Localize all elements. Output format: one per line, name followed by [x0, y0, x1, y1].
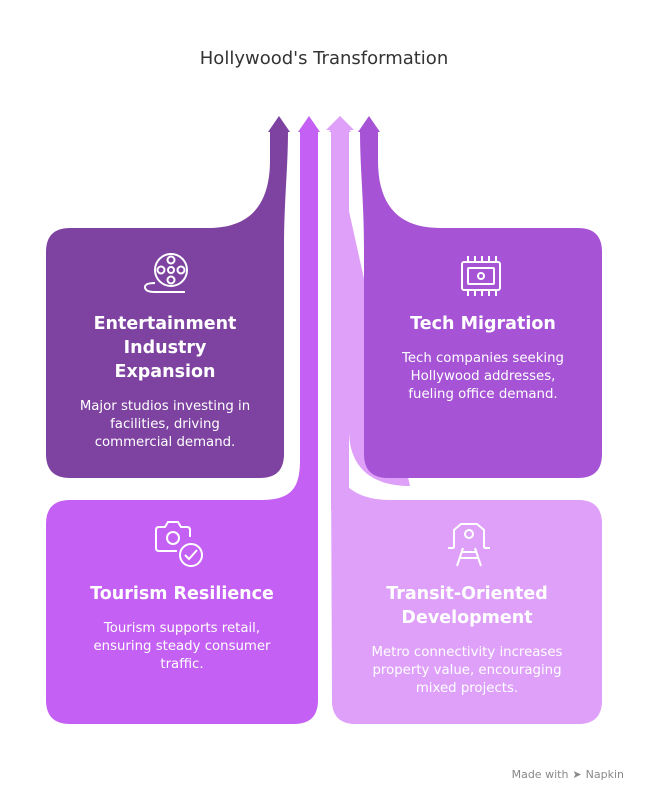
entertainment-card	[46, 130, 288, 478]
transit-stem	[331, 130, 349, 510]
tech-text: Tech Migration Tech companies seeking Ho…	[364, 312, 602, 404]
tourism-card	[46, 460, 318, 724]
transit-title: Transit-Oriented Development	[332, 582, 602, 630]
title-line: Industry	[123, 338, 207, 358]
transit-text: Transit-Oriented Development Metro conne…	[332, 582, 602, 698]
desc-line: Hollywood addresses,	[410, 369, 556, 384]
page-title: Hollywood's Transformation	[199, 48, 449, 69]
desc-line: commercial demand.	[94, 435, 236, 450]
entertainment-arrow	[268, 116, 290, 132]
entertainment-title: Entertainment Industry Expansion	[46, 312, 284, 384]
title-line: Tech Migration	[410, 314, 556, 334]
tourism-description: Tourism supports retail, ensuring steady…	[46, 620, 318, 674]
footer-brand: Napkin	[585, 768, 624, 781]
title-line: Development	[401, 608, 533, 628]
desc-line: Major studios investing in	[79, 399, 251, 414]
train-station-icon	[448, 523, 490, 567]
desc-line: facilities, driving	[110, 417, 220, 432]
title-line: Tourism Resilience	[90, 584, 274, 604]
tourism-title: Tourism Resilience	[46, 582, 318, 606]
tech-card	[360, 130, 602, 478]
tech-arrow	[358, 116, 380, 132]
tourism-text: Tourism Resilience Tourism supports reta…	[46, 582, 318, 674]
desc-line: property value, encouraging	[372, 663, 562, 678]
desc-line: mixed projects.	[415, 681, 519, 696]
footer-made-with: Made with	[511, 768, 569, 781]
footer[interactable]: Made with➤Napkin	[512, 768, 624, 781]
desc-line: Tech companies seeking	[401, 351, 564, 366]
desc-line: ensuring steady consumer	[93, 639, 271, 654]
microchip-icon	[461, 256, 501, 296]
title-line: Transit-Oriented	[386, 584, 548, 604]
napkin-logo-icon: ➤	[572, 768, 582, 781]
tourism-stem	[300, 130, 318, 510]
desc-line: Metro connectivity increases	[371, 645, 563, 660]
transit-arrow	[329, 116, 351, 132]
entertainment-description: Major studios investing in facilities, d…	[46, 398, 284, 452]
film-reel-icon	[143, 253, 188, 293]
tourism-arrow	[298, 116, 320, 132]
transit-description: Metro connectivity increases property va…	[332, 644, 602, 698]
title-line: Expansion	[114, 362, 216, 382]
title-line: Entertainment	[93, 314, 237, 334]
desc-line: Tourism supports retail,	[103, 621, 261, 636]
camera-check-icon	[155, 521, 203, 567]
transit-card	[331, 460, 602, 724]
entertainment-text: Entertainment Industry Expansion Major s…	[46, 312, 284, 452]
desc-line: fueling office demand.	[408, 387, 558, 402]
tech-description: Tech companies seeking Hollywood address…	[364, 350, 602, 404]
tech-title: Tech Migration	[364, 312, 602, 336]
desc-line: traffic.	[160, 657, 204, 672]
